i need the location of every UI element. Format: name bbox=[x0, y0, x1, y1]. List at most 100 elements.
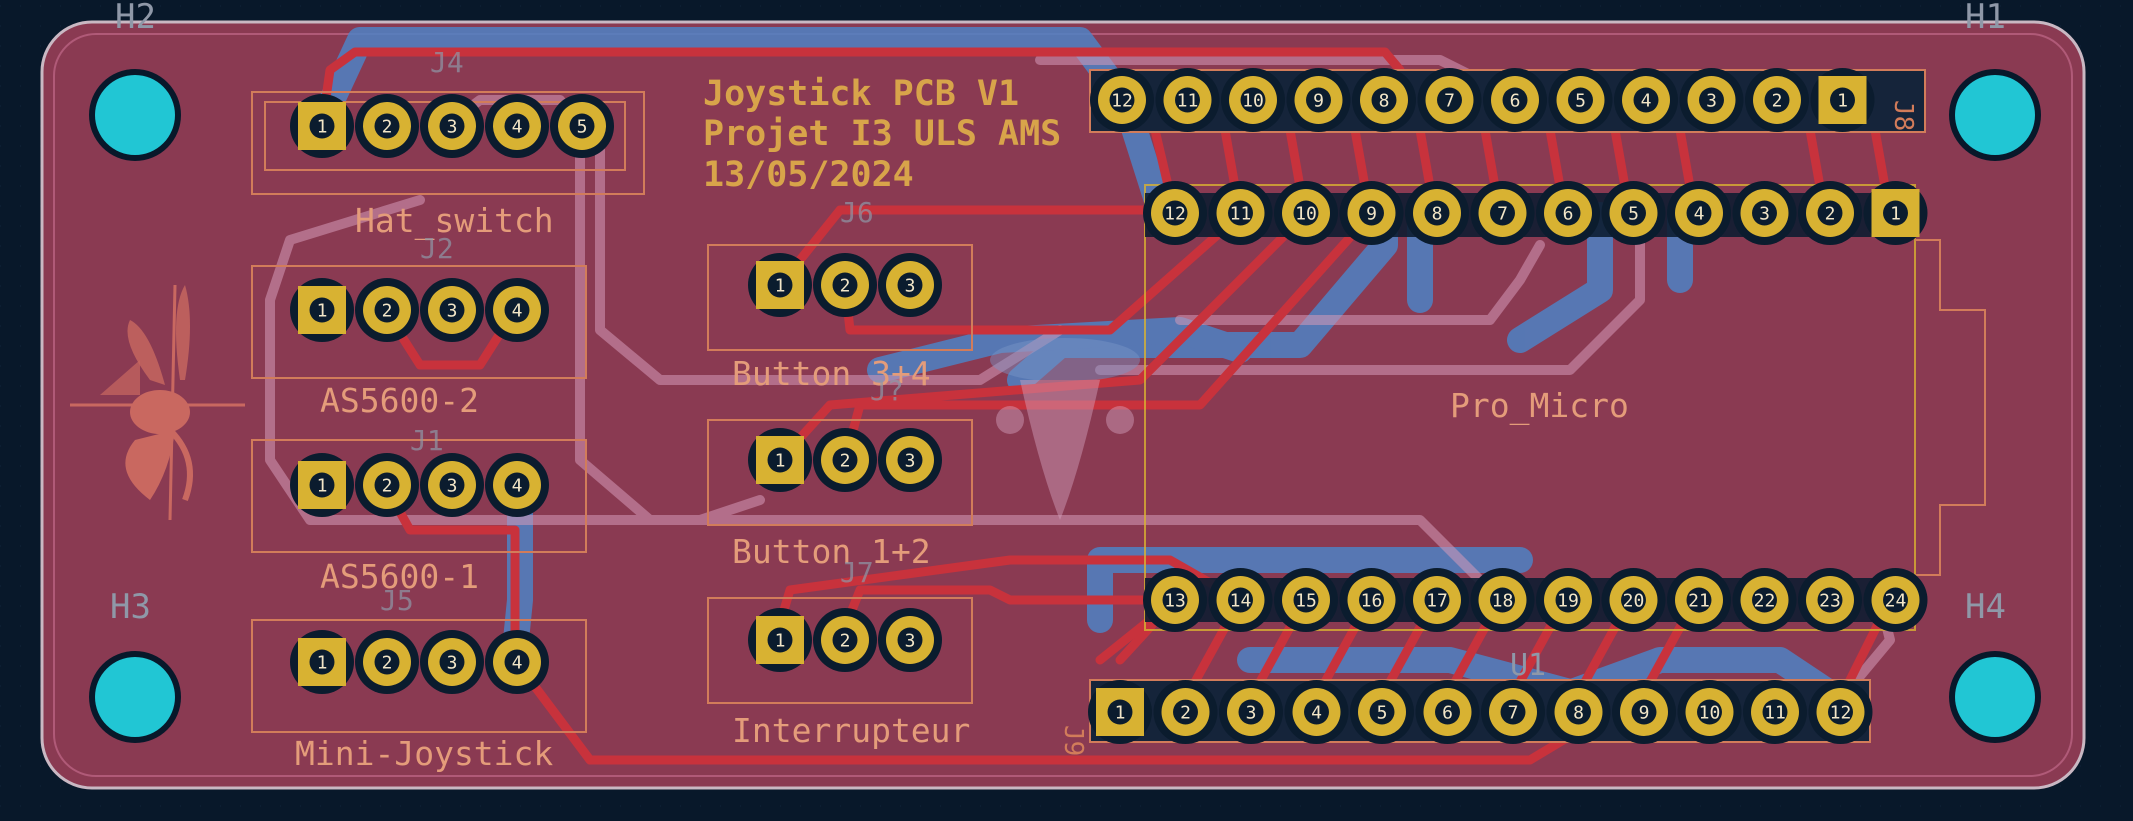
pad-number: 21 bbox=[1688, 590, 1710, 611]
pad-number: 4 bbox=[1694, 203, 1705, 224]
trace-front bbox=[1095, 615, 1155, 665]
pad: 17 bbox=[1405, 568, 1469, 632]
connector-ref-label: J5 bbox=[380, 584, 414, 617]
pad: 11 bbox=[1743, 680, 1807, 744]
pad-number: 3 bbox=[905, 275, 916, 296]
pad-number: 15 bbox=[1295, 590, 1317, 611]
pad-number: 1 bbox=[317, 475, 328, 496]
pad-number: 8 bbox=[1573, 702, 1584, 723]
pad-number: 9 bbox=[1313, 90, 1324, 111]
pad-drill bbox=[374, 472, 400, 498]
pad: 3 bbox=[420, 630, 484, 694]
pad: 12 bbox=[1090, 68, 1154, 132]
trace-clearance bbox=[1095, 210, 1645, 375]
pad: 19 bbox=[1536, 568, 1600, 632]
pad: 1 bbox=[290, 94, 354, 158]
pad: 2 bbox=[355, 453, 419, 517]
pad-drill bbox=[897, 627, 923, 653]
pad-drill bbox=[374, 297, 400, 323]
pad-number: 5 bbox=[1575, 90, 1586, 111]
pad-number: 10 bbox=[1699, 702, 1721, 723]
connector-ref-label: J6 bbox=[840, 196, 874, 229]
pro-micro-ref-label: U1 bbox=[1510, 648, 1546, 683]
mounting-hole-icon bbox=[95, 75, 175, 155]
title-line-3: 13/05/2024 bbox=[703, 155, 914, 195]
pad-drill bbox=[1883, 587, 1908, 613]
pad: 6 bbox=[1483, 68, 1547, 132]
pad-number: 4 bbox=[512, 652, 523, 673]
pad-drill bbox=[1228, 200, 1253, 226]
pad-drill bbox=[1686, 587, 1712, 613]
pad-number: 6 bbox=[1510, 90, 1521, 111]
pad: 2 bbox=[1798, 181, 1862, 245]
courtyard-j4 bbox=[251, 91, 645, 195]
pad: 8 bbox=[1352, 68, 1416, 132]
pad-drill bbox=[1304, 699, 1329, 725]
pad: 4 bbox=[485, 278, 549, 342]
pad-drill bbox=[1697, 699, 1722, 725]
pad-drill bbox=[1107, 699, 1133, 725]
pad-drill bbox=[897, 272, 923, 298]
pad-drill bbox=[767, 447, 793, 473]
pad-drill bbox=[439, 113, 465, 139]
pad-drill bbox=[1621, 200, 1646, 226]
pad: 3 bbox=[878, 608, 942, 672]
pad-number: 24 bbox=[1885, 590, 1907, 611]
pad-number: 11 bbox=[1177, 90, 1199, 111]
pad: 1 bbox=[1863, 181, 1928, 245]
pad-drill bbox=[1621, 587, 1646, 613]
pad-drill bbox=[1830, 87, 1855, 113]
pad-drill bbox=[1173, 699, 1198, 725]
connector-value-label: Button 1+2 bbox=[732, 532, 931, 571]
pad: 2 bbox=[813, 253, 877, 317]
pro-micro-body bbox=[1144, 184, 1916, 631]
pad: 3 bbox=[1219, 680, 1283, 744]
pad: 4 bbox=[485, 453, 549, 517]
hole-ref-label: H4 bbox=[1965, 587, 2006, 627]
pad: 3 bbox=[1679, 68, 1744, 132]
pad-drill bbox=[1566, 699, 1591, 725]
pad-number: 23 bbox=[1819, 590, 1841, 611]
connector-ref-label: J2 bbox=[420, 232, 454, 265]
pad-number: 16 bbox=[1361, 590, 1383, 611]
pad-number: 5 bbox=[1628, 203, 1639, 224]
pad-number: 5 bbox=[577, 116, 588, 137]
pad: 4 bbox=[1284, 680, 1349, 744]
pad-drill bbox=[1633, 87, 1659, 113]
pad-number: 3 bbox=[447, 652, 458, 673]
pad-drill bbox=[1883, 200, 1908, 226]
usb-courtyard bbox=[1915, 239, 1986, 576]
mounting-hole-h4: H4 bbox=[1949, 587, 2041, 743]
pad: 2 bbox=[1745, 68, 1809, 132]
pad-drill bbox=[1555, 587, 1581, 613]
pad: 23 bbox=[1798, 568, 1862, 632]
pad-number: 1 bbox=[1890, 203, 1901, 224]
hole-ref-label: H1 bbox=[1965, 0, 2006, 37]
mounting-hole-h1: H1 bbox=[1949, 0, 2041, 161]
trace-front bbox=[835, 585, 1180, 645]
pad-drill bbox=[1293, 587, 1319, 613]
pad: 9 bbox=[1612, 680, 1676, 744]
pad-number: 3 bbox=[905, 450, 916, 471]
pad: 2 bbox=[355, 278, 419, 342]
pad-drill bbox=[374, 649, 400, 675]
pad: 12 bbox=[1143, 181, 1207, 245]
pad: 3 bbox=[1732, 181, 1797, 245]
pad: 2 bbox=[355, 94, 419, 158]
pad: 10 bbox=[1677, 680, 1742, 744]
trace-back bbox=[1507, 202, 1613, 353]
pad-number: 19 bbox=[1557, 590, 1579, 611]
pad-number: 11 bbox=[1230, 203, 1252, 224]
pad: 3 bbox=[420, 94, 484, 158]
pad: 15 bbox=[1274, 568, 1338, 632]
